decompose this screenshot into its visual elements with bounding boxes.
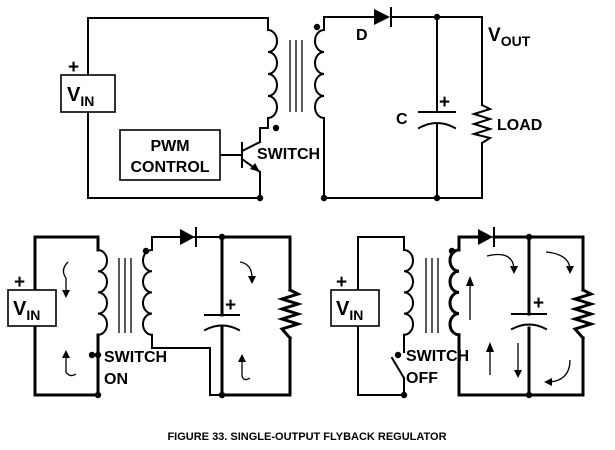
load-label: LOAD [497, 117, 542, 134]
top-junction-dot [433, 194, 441, 202]
on-switch-dot [94, 351, 102, 359]
pwm-control-label: CONTROL [130, 159, 209, 176]
off-vin-box [330, 289, 380, 327]
on-capacitor-plus: + [225, 295, 236, 316]
top-primary-coil [266, 28, 278, 120]
top-vin-plus: + [68, 57, 79, 78]
on-current-arrow-primary [62, 261, 77, 377]
off-vin-plus: + [336, 272, 347, 293]
top-circuit: + VIN PWM CONTROL SWITCH D VOUT C + LOAD [60, 7, 542, 202]
off-switch-state-label: OFF [406, 370, 438, 387]
on-junction-dot [94, 391, 102, 399]
off-primary-polarity-dot [394, 351, 402, 359]
off-load-resistor [569, 287, 597, 341]
off-diode [478, 227, 495, 247]
off-secondary-coil [448, 248, 461, 337]
on-primary-polarity-dot [88, 351, 96, 359]
on-load-resistor [276, 287, 304, 341]
top-diode [374, 7, 392, 27]
top-switch-transistor [219, 140, 262, 181]
figure-caption: FIGURE 33. SINGLE-OUTPUT FLYBACK REGULAT… [167, 431, 446, 443]
top-wire-switch-collector [259, 117, 269, 143]
on-vin-label: VIN [13, 298, 40, 323]
off-current-arrow-load [544, 251, 574, 386]
top-capacitor-plus: + [439, 92, 450, 113]
vout-label: VOUT [488, 25, 531, 49]
on-current-arrow-output [238, 261, 256, 381]
on-primary-coil [96, 248, 108, 336]
top-vin-label: VIN [67, 84, 94, 109]
top-vin-box [60, 74, 116, 113]
top-junction-dot [256, 194, 264, 202]
on-switch-label: SWITCH [104, 349, 167, 366]
on-secondary-coil [142, 248, 154, 336]
top-junction-dot [433, 13, 441, 21]
off-primary-coil [402, 248, 414, 336]
capacitor-label: C [396, 111, 408, 128]
off-current-arrow-secondary-up [466, 276, 494, 375]
off-junction-dot [400, 391, 408, 399]
pwm-control-box [119, 129, 221, 181]
switch-off-circuit: + + VIN SWITCH OFF [330, 227, 597, 399]
top-wire-secondary [323, 16, 483, 199]
off-secondary-polarity-dot [448, 247, 456, 255]
off-capacitor [510, 313, 548, 331]
diode-label: D [356, 27, 368, 44]
on-wire-secondary [151, 236, 223, 396]
top-junction-dot [320, 194, 328, 202]
top-secondary-coil [314, 28, 326, 120]
off-wire-primary-loop [357, 236, 405, 396]
top-load-resistor [470, 103, 494, 145]
switch-on-circuit: + + VIN SWITCH ON [7, 227, 304, 399]
off-vin-label: VIN [336, 298, 363, 323]
on-switch-state-label: ON [104, 371, 128, 388]
off-junction-dot [525, 391, 533, 399]
top-switch-label: SWITCH [257, 146, 320, 163]
on-vin-box [7, 289, 57, 327]
on-diode [180, 227, 197, 247]
off-wire-output-loop [457, 235, 585, 397]
on-junction-dot [218, 391, 226, 399]
top-primary-polarity-dot [272, 124, 280, 132]
top-secondary-polarity-dot [313, 23, 321, 31]
off-junction-dot [525, 233, 533, 241]
off-switch-label: SWITCH [406, 348, 469, 365]
pwm-label: PWM [150, 138, 189, 155]
on-capacitor [203, 314, 241, 332]
off-capacitor-plus: + [533, 293, 544, 314]
on-vin-plus: + [14, 272, 25, 293]
on-wire-primary-loop [33, 235, 100, 397]
on-junction-dot [218, 233, 226, 241]
top-capacitor [417, 111, 457, 130]
off-switch-blade [390, 356, 406, 380]
on-secondary-polarity-dot [142, 247, 150, 255]
top-wire-input-loop [87, 17, 269, 199]
off-current-arrow-cap-down [486, 253, 522, 378]
on-wire-output-loop [220, 235, 292, 397]
